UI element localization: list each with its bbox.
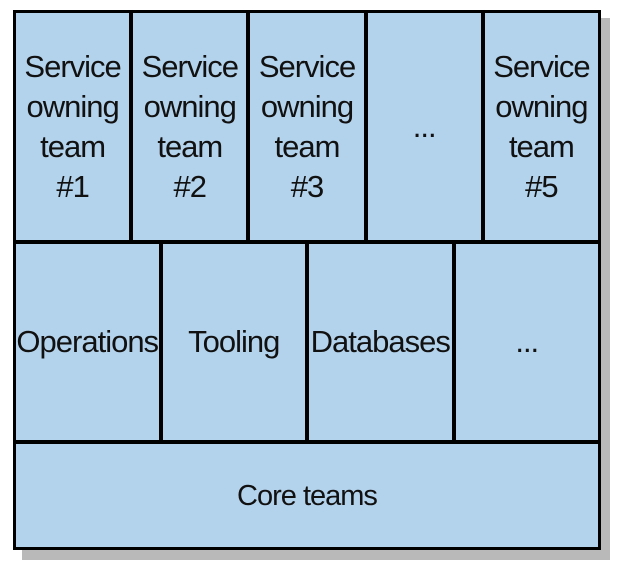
service-team-1-box: Service owning team #1 <box>16 13 130 240</box>
service-team-3-box: Service owning team #3 <box>250 13 364 240</box>
service-team-5-box: Service owning team #5 <box>484 13 599 240</box>
diagram-frame: Service owning team #1 Service owning te… <box>13 10 601 550</box>
databases-box: Databases <box>309 244 452 440</box>
middle-layer-row: Operations Tooling Databases ... <box>16 244 598 440</box>
middle-ellipsis-box: ... <box>455 244 598 440</box>
tooling-box: Tooling <box>162 244 305 440</box>
operations-box: Operations <box>16 244 159 440</box>
core-layer-row: Core teams <box>16 444 598 547</box>
service-team-ellipsis-box: ... <box>367 13 481 240</box>
service-team-2-box: Service owning team #2 <box>133 13 247 240</box>
service-teams-row: Service owning team #1 Service owning te… <box>16 13 599 240</box>
core-teams-box: Core teams <box>16 444 598 547</box>
